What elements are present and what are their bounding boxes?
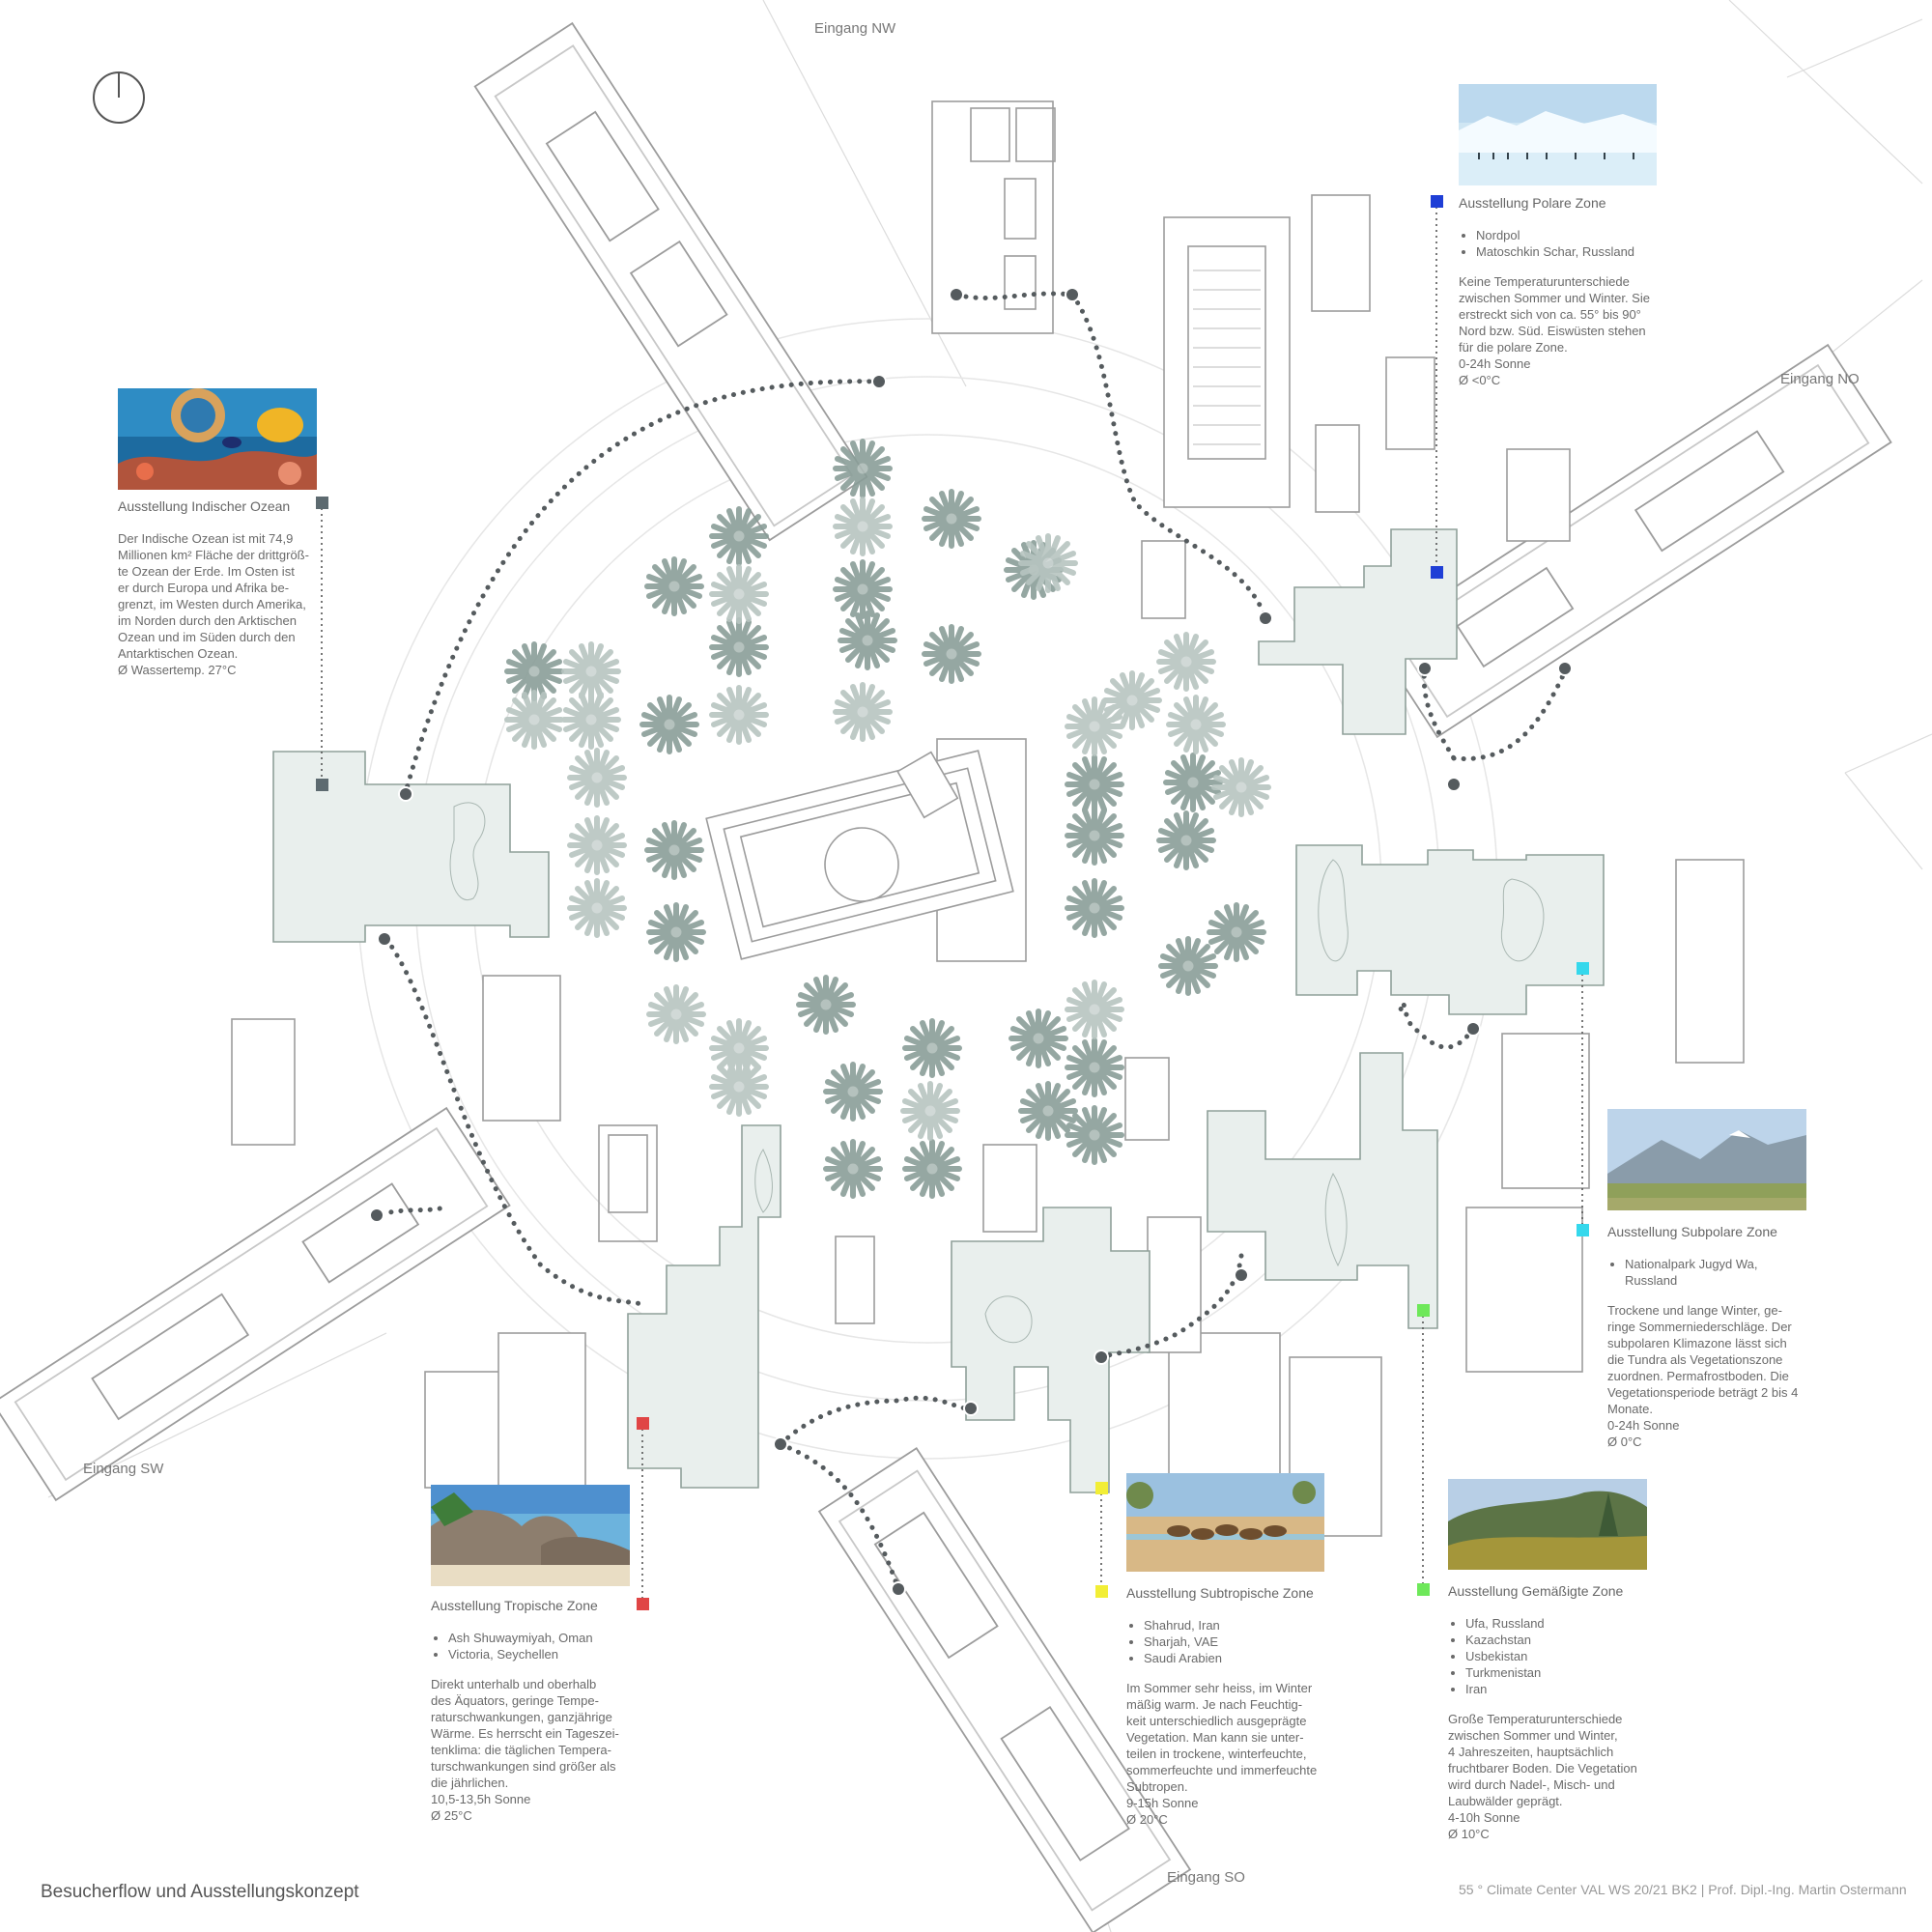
tropical-zone-info: Ausstellung Tropische Zone Ash Shuwaymiy… [431, 1598, 629, 1824]
sheet-footer: 55 ° Climate Center VAL WS 20/21 BK2 | P… [1459, 1882, 1907, 1897]
tropical-zone-locations: Ash Shuwaymiyah, Oman Victoria, Seychell… [431, 1630, 629, 1662]
polar-zone-info: Ausstellung Polare Zone Nordpol Matoschk… [1459, 195, 1666, 388]
landscape-contours [449, 802, 1545, 1344]
temperate-zone-info: Ausstellung Gemäßigte Zone Ufa, Russland… [1448, 1583, 1651, 1842]
north-arrow-icon [93, 71, 145, 124]
polar-location: Nordpol [1476, 227, 1666, 243]
flow-nodes [369, 287, 1573, 1597]
subtropical-location: Sharjah, VAE [1144, 1634, 1329, 1650]
polar-zone-title: Ausstellung Polare Zone [1459, 195, 1606, 211]
subtropical-marker-hall [1095, 1482, 1108, 1494]
subtropical-zone-description: Im Sommer sehr heiss, im Winter mäßig wa… [1126, 1681, 1318, 1827]
tropical-marker-box [637, 1598, 649, 1610]
subpolar-marker-box [1577, 1224, 1589, 1236]
central-pavilion [705, 738, 1027, 962]
tropical-location: Ash Shuwaymiyah, Oman [448, 1630, 629, 1646]
subpolar-marker-hall [1577, 962, 1589, 975]
ocean-zone-title: Ausstellung Indischer Ozean [118, 498, 291, 514]
tropical-marker-hall [637, 1417, 649, 1430]
temperate-location: Kazachstan [1465, 1632, 1651, 1648]
subpolar-zone-description: Trockene und lange Winter, ge- ringe Som… [1607, 1303, 1799, 1449]
temperate-zone-locations: Ufa, Russland Kazachstan Usbekistan Turk… [1448, 1615, 1651, 1697]
temperate-location: Usbekistan [1465, 1648, 1651, 1664]
polar-marker-hall [1431, 566, 1443, 579]
service-buildings [231, 100, 1745, 1537]
subpolar-zone-title: Ausstellung Subpolare Zone [1607, 1224, 1777, 1239]
ocean-marker-top [316, 497, 328, 509]
temperate-zone-description: Große Temperaturunterschiede zwischen So… [1448, 1712, 1637, 1841]
polar-zone-description: Keine Temperaturunterschiede zwischen So… [1459, 274, 1650, 387]
sheet-title: Besucherflow und Ausstellungskonzept [41, 1882, 359, 1902]
visitor-flow-path [379, 291, 1568, 1592]
temperate-marker-hall [1417, 1304, 1430, 1317]
subtropical-zone-locations: Shahrud, Iran Sharjah, VAE Saudi Arabien [1126, 1617, 1329, 1666]
subtropical-location: Shahrud, Iran [1144, 1617, 1329, 1634]
exhibition-halls [272, 528, 1605, 1493]
mountain-tundra-photo [1607, 1109, 1806, 1210]
forest-hills-photo [1448, 1479, 1647, 1570]
leader-lines [321, 201, 1583, 1604]
building-wings [0, 21, 1892, 1932]
temperate-location: Turkmenistan [1465, 1664, 1651, 1681]
ocean-zone-info: Ausstellung Indischer Ozean Der Indische… [118, 498, 316, 678]
entrance-sw-label: Eingang SW [83, 1461, 164, 1477]
subtropical-zone-info: Ausstellung Subtropische Zone Shahrud, I… [1126, 1585, 1329, 1828]
temperate-zone-title: Ausstellung Gemäßigte Zone [1448, 1583, 1624, 1599]
tropical-zone-description: Direkt unterhalb und oberhalb des Äquato… [431, 1677, 619, 1823]
iceberg-photo [1459, 84, 1657, 185]
ocean-zone-description: Der Indische Ozean ist mit 74,9 Millione… [118, 531, 309, 677]
entrance-nw-label: Eingang NW [814, 20, 896, 37]
polar-location: Matoschkin Schar, Russland [1476, 243, 1666, 260]
subpolar-zone-info: Ausstellung Subpolare Zone Nationalpark … [1607, 1224, 1810, 1450]
subpolar-location: Nationalpark Jugyd Wa, Russland [1625, 1256, 1810, 1289]
subtropical-location: Saudi Arabien [1144, 1650, 1329, 1666]
temperate-marker-box [1417, 1583, 1430, 1596]
subtropical-marker-box [1095, 1585, 1108, 1598]
tropical-location: Victoria, Seychellen [448, 1646, 629, 1662]
temperate-location: Ufa, Russland [1465, 1615, 1651, 1632]
tropical-zone-title: Ausstellung Tropische Zone [431, 1598, 598, 1613]
subpolar-zone-locations: Nationalpark Jugyd Wa, Russland [1607, 1256, 1810, 1289]
zone-markers [316, 195, 1589, 1610]
polar-marker-top [1431, 195, 1443, 208]
coral-reef-fish-photo [118, 388, 317, 490]
temperate-location: Iran [1465, 1681, 1651, 1697]
entrance-no-label: Eingang NO [1780, 371, 1860, 387]
tropical-beach-rocks-photo [431, 1485, 630, 1586]
subtropical-zone-title: Ausstellung Subtropische Zone [1126, 1585, 1314, 1601]
camels-desert-photo [1126, 1473, 1324, 1572]
ocean-marker-hall [316, 779, 328, 791]
polar-zone-locations: Nordpol Matoschkin Schar, Russland [1459, 227, 1666, 260]
entrance-so-label: Eingang SO [1167, 1869, 1245, 1886]
